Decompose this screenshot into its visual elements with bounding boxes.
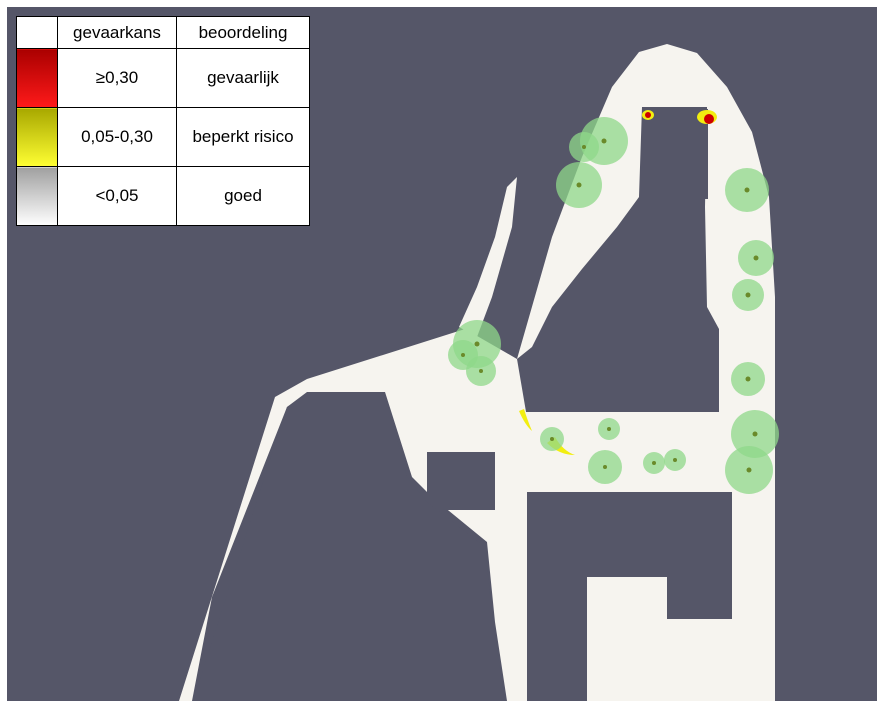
legend-range: <0,05	[57, 166, 177, 226]
wind-comfort-map: gevaarkans beoordeling ≥0,30 gevaarlijk …	[7, 7, 877, 701]
legend-range: 0,05-0,30	[57, 107, 177, 167]
legend-swatch-yellow	[16, 107, 58, 167]
tree-trunk	[550, 437, 554, 441]
legend-row-limited-risk: 0,05-0,30 beperkt risico	[16, 107, 310, 167]
legend-header-rating: beoordeling	[176, 16, 310, 49]
east-arm	[517, 44, 775, 701]
legend-row-good: <0,05 goed	[16, 166, 310, 226]
tree-trunk	[603, 465, 607, 469]
diagonal-road	[179, 329, 532, 701]
building-west	[193, 394, 505, 701]
tree-trunk	[746, 467, 752, 473]
legend-header-probability: gevaarkans	[57, 16, 177, 49]
south-block-right	[732, 492, 775, 701]
map-canvas	[7, 7, 877, 701]
building-small	[427, 452, 495, 510]
tree-trunks	[461, 138, 759, 473]
tree-trunk	[745, 292, 751, 298]
tree-trunk	[601, 138, 607, 144]
legend-row-dangerous: ≥0,30 gevaarlijk	[16, 48, 310, 108]
building-south	[527, 492, 732, 701]
tree-trunk	[461, 353, 465, 357]
building-inner-north	[642, 109, 708, 199]
caution-zone	[519, 409, 532, 431]
legend-rating: beperkt risico	[176, 107, 310, 167]
building-footprints	[193, 109, 732, 701]
tree-trunk	[752, 431, 758, 437]
tree-trunk	[582, 145, 586, 149]
legend-header-swatch	[16, 16, 58, 49]
tree-trunk	[745, 376, 751, 382]
legend-rating: goed	[176, 166, 310, 226]
tree-trunk	[474, 341, 480, 347]
tree-trunk	[576, 182, 582, 188]
legend-swatch-red	[16, 48, 58, 108]
legend-header-row: gevaarkans beoordeling	[16, 16, 310, 49]
tree-trunk	[607, 427, 611, 431]
tree-trunk	[479, 369, 483, 373]
north-fence-strip	[459, 177, 517, 337]
tree-trunk	[744, 187, 750, 193]
hazard-zone	[645, 112, 651, 118]
tree-trunk	[753, 255, 759, 261]
legend-rating: gevaarlijk	[176, 48, 310, 108]
legend-swatch-gray	[16, 166, 58, 226]
tree-trunk	[673, 458, 677, 462]
legend-range: ≥0,30	[57, 48, 177, 108]
tree-trunk	[652, 461, 656, 465]
building-court	[587, 577, 732, 701]
map-legend: gevaarkans beoordeling ≥0,30 gevaarlijk …	[16, 16, 310, 226]
hazard-zone	[704, 114, 714, 124]
